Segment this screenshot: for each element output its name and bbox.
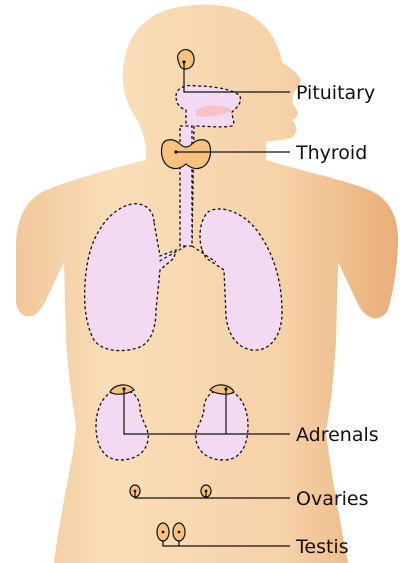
label-ovaries: Ovaries	[296, 488, 369, 510]
left-adrenal-dot	[122, 387, 125, 390]
trachea	[180, 126, 192, 246]
label-testis: Testis	[295, 536, 349, 558]
label-pituitary: Pituitary	[296, 82, 375, 104]
right-testis-dot	[178, 531, 181, 534]
thyroid-dot	[174, 150, 177, 153]
right-adrenal-dot	[224, 387, 227, 390]
left-ovary-dot	[134, 490, 137, 493]
label-thyroid: Thyroid	[295, 142, 367, 164]
right-ovary-dot	[205, 490, 208, 493]
pituitary-dot	[182, 60, 185, 63]
label-adrenals: Adrenals	[296, 424, 379, 446]
left-testis-dot	[162, 531, 165, 534]
pituitary-gland	[178, 50, 194, 69]
